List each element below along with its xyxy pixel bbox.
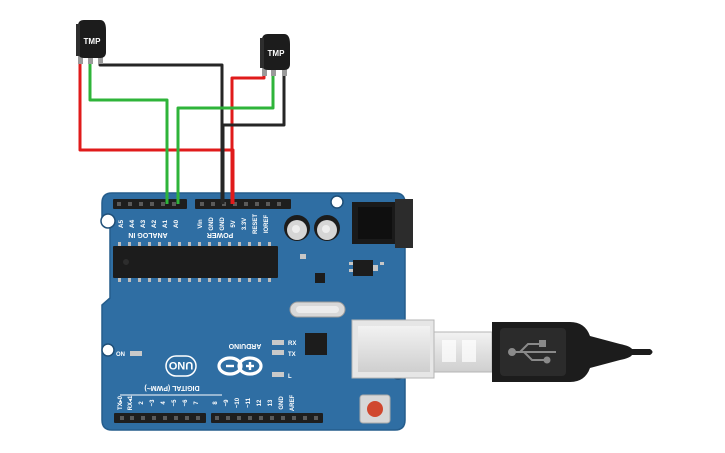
pin-label-a5: A5 <box>118 219 125 228</box>
pin-label-d9: ~9 <box>224 399 230 407</box>
pin-label-a4: A4 <box>129 219 136 228</box>
wire-red-sensor2[interactable] <box>230 74 266 204</box>
capacitor <box>284 215 310 241</box>
pin-label-d12: 12 <box>257 399 263 406</box>
pin-label-3v3: 3.3V <box>242 218 248 230</box>
wires <box>78 60 286 204</box>
arduino-uno-board: A5 A4 A3 A2 A1 A0 ANALOG IN Vin GND GND … <box>100 192 435 431</box>
on-led <box>130 351 142 356</box>
pin-label-d4: 4 <box>161 401 167 405</box>
pin-label-5v: 5V <box>231 220 237 227</box>
pin-label-d8: 8 <box>213 401 219 405</box>
mounting-hole <box>100 213 116 229</box>
pin-label-d1: RX◂1 <box>128 395 134 410</box>
pin-label-d11: ~11 <box>246 397 252 408</box>
reset-button[interactable] <box>359 394 391 424</box>
pin-label-d2: 2 <box>139 401 145 405</box>
pin-label-reset: RESET <box>253 214 259 234</box>
pin-label-ioref: IOREF <box>264 215 270 234</box>
tmp-sensor-2-label: TMP <box>268 49 286 58</box>
rx-led <box>272 340 284 345</box>
microcontroller-chip <box>113 242 278 282</box>
analog-header-title: ANALOG IN <box>128 231 167 238</box>
tmp-sensor-1-label: TMP <box>84 37 102 46</box>
pin-label-gnd-2: GND <box>220 217 226 231</box>
tx-led <box>272 350 284 355</box>
mounting-hole <box>101 343 115 357</box>
wire-green-sensor1[interactable] <box>88 60 169 204</box>
wire-green-sensor2[interactable] <box>176 74 275 204</box>
tmp-sensor-1[interactable]: TMP <box>76 20 106 64</box>
tx-led-label: TX <box>288 352 296 358</box>
tmp-sensor-2[interactable]: TMP <box>260 34 290 76</box>
on-led-label: ON <box>116 352 125 358</box>
capacitor <box>314 215 340 241</box>
power-header-title: POWER <box>207 231 233 238</box>
usb-cable[interactable] <box>433 322 653 382</box>
pin-label-d6: ~6 <box>183 399 189 407</box>
pin-label-a1: A1 <box>162 219 169 228</box>
mounting-hole <box>330 195 344 209</box>
pin-label-d10: ~10 <box>235 397 241 408</box>
l-led <box>272 372 284 377</box>
pin-label-d3: ~3 <box>150 399 156 407</box>
crystal-oscillator <box>289 301 346 318</box>
pin-label-d7: 7 <box>194 401 200 405</box>
power-header[interactable] <box>195 199 291 209</box>
pin-label-vin: Vin <box>198 219 204 229</box>
pin-label-d5: ~5 <box>172 399 178 407</box>
usb-icon <box>508 340 556 364</box>
digital-header-high[interactable] <box>211 413 323 423</box>
wire-red-sensor1[interactable] <box>78 60 235 204</box>
pin-label-d0: TX▸0 <box>118 395 124 410</box>
analog-header[interactable] <box>113 199 187 209</box>
rx-led-label: RX <box>288 341 296 347</box>
pin-label-gnd-digital: GND <box>279 396 285 410</box>
model-label: UNO <box>168 359 193 371</box>
pin-label-a2: A2 <box>151 219 158 228</box>
dc-power-jack <box>352 199 413 248</box>
pin-label-a3: A3 <box>140 219 147 228</box>
arduino-logo: ARDUINO UNO <box>165 342 263 377</box>
wire-black-sensor2[interactable] <box>221 74 286 204</box>
brand-label: ARDUINO <box>228 342 261 349</box>
pin-label-gnd: GND <box>209 217 215 231</box>
usb-b-port <box>351 319 435 379</box>
wire-black-sensor1[interactable] <box>98 60 224 204</box>
digital-header-low[interactable] <box>114 413 206 423</box>
smd-components <box>300 254 384 355</box>
pin-label-a0: A0 <box>173 219 180 228</box>
l-led-label: L <box>288 374 292 380</box>
digital-header-title: DIGITAL (PWM~) <box>144 384 199 391</box>
pin-label-aref: AREF <box>290 395 296 412</box>
pin-label-d13: 13 <box>268 399 274 406</box>
